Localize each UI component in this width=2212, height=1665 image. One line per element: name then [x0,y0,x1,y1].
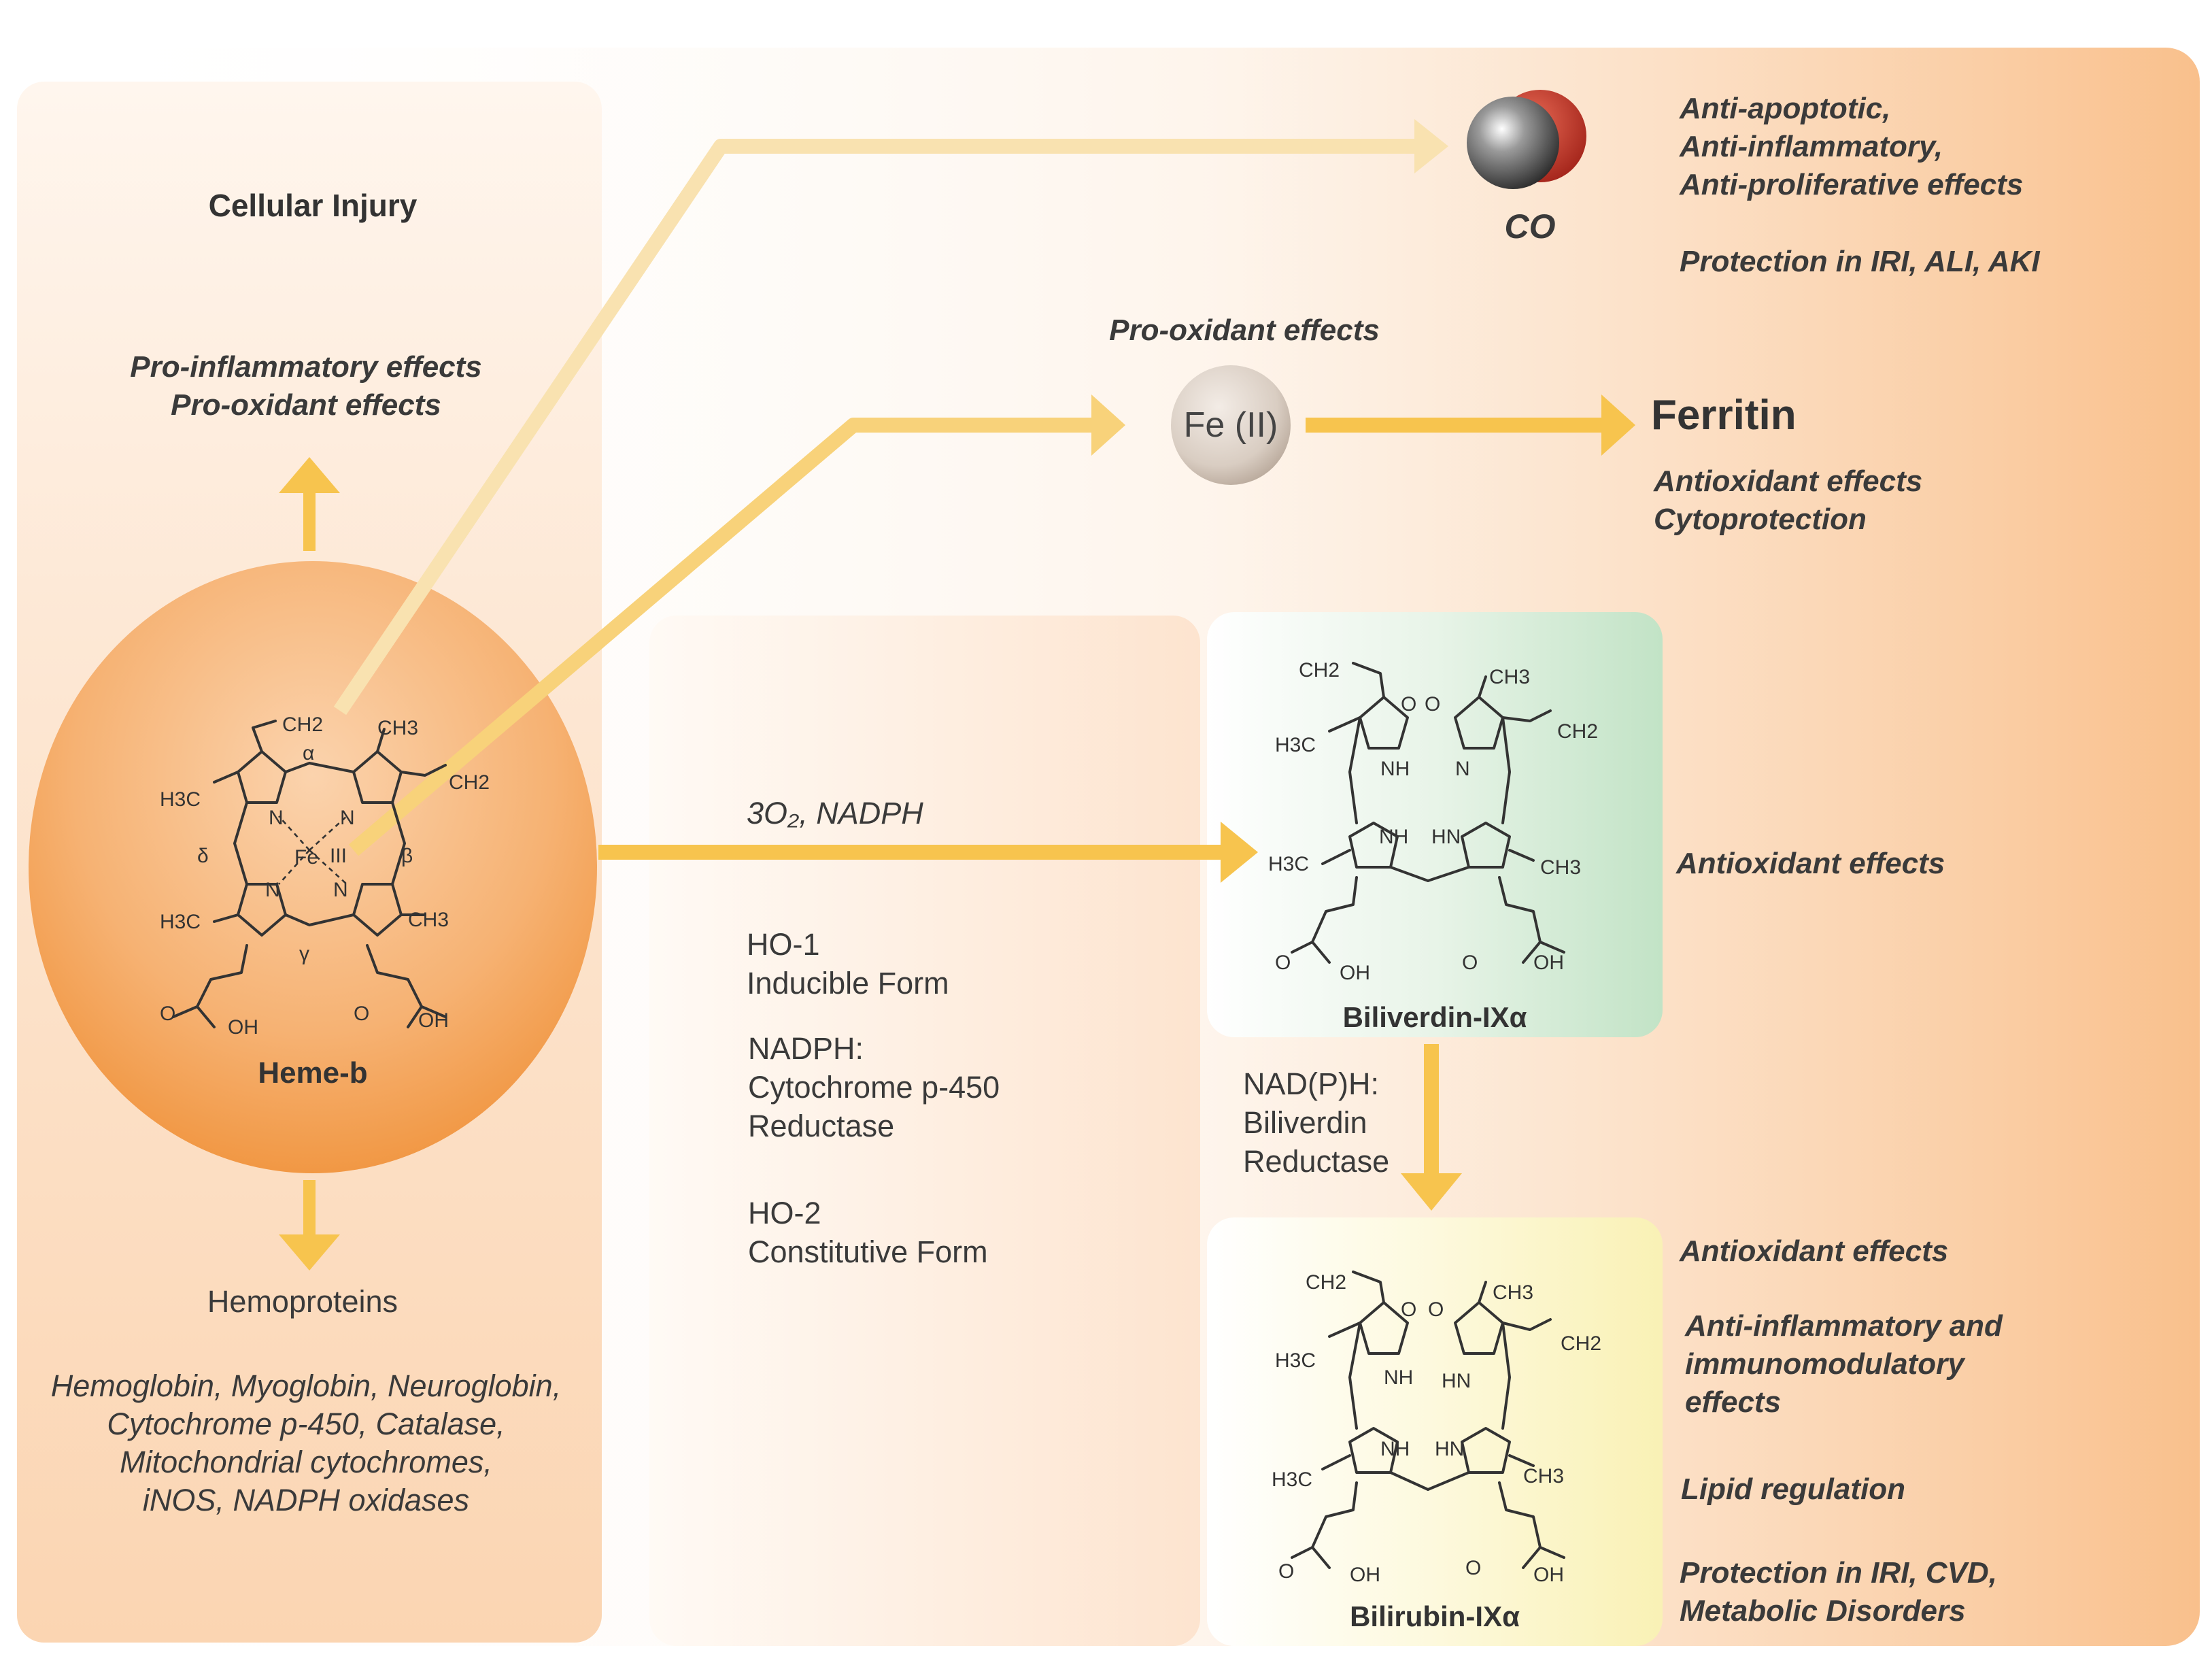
heme-beta: β [401,845,413,867]
heme-oh1: OH [228,1016,258,1039]
br-h3c-a: H3C [1275,1349,1316,1372]
pro-effects-label: Pro-inflammatory effects Pro-oxidant eff… [130,350,482,422]
ferritin-effects-label: Antioxidant effects Cytoprotection [1654,465,1923,536]
bv-o-d: O [1462,952,1478,974]
injury-arrow [279,457,340,551]
enzyme-panel [649,616,1200,1646]
heme-ellipse [29,561,597,1173]
biliverdin-effects-label: Antioxidant effects [1676,847,1945,880]
heme-alpha: α [303,742,314,764]
pro-oxidant-label: Pro-oxidant effects [1109,314,1380,347]
ho2-label: HO-2 Constitutive Form [748,1196,988,1269]
heme-atom-labels: CH2 CH3 CH2 H3C H3C CH3 α β γ δ Fe III N… [160,713,490,1039]
br-ch2-top: CH2 [1306,1271,1346,1294]
heme-o2: O [354,1003,369,1025]
biliverdin-panel [1207,612,1663,1037]
ferritin-arrow [1306,394,1635,456]
bilirubin-label: Bilirubin-IXα [1350,1600,1520,1632]
bv-oh-c: OH [1340,962,1370,984]
bv-hn-d: HN [1431,826,1461,848]
biliverdin-reductase-label: NAD(P)H: Biliverdin Reductase [1243,1066,1390,1179]
co-arrow [333,119,1448,716]
bv-nh-a: NH [1380,758,1410,780]
bv-ch2-right: CH2 [1557,720,1598,743]
bv-n-b: N [1455,758,1470,780]
hemoproteins-title: Hemoproteins [207,1284,398,1319]
heme-fe: Fe [294,846,318,869]
br-nh-c: NH [1380,1438,1410,1460]
biliverdin-structure-icon [1291,662,1565,964]
co-protection-label: Protection in IRI, ALI, AKI [1680,245,2040,278]
bv-o-b: O [1425,693,1440,716]
bilirubin-antioxidant-label: Antioxidant effects [1680,1234,1949,1268]
heme-n4: N [333,879,348,901]
br-o-a: O [1401,1298,1416,1321]
iron-arrow [348,394,1125,856]
bilirubin-protection-label: Protection in IRI, CVD, Metabolic Disord… [1680,1556,1997,1628]
heme-h3c-left-bottom: H3C [160,911,201,933]
bv-h3c-b: H3C [1268,853,1309,875]
reductase-arrow [1401,1044,1462,1211]
heme-n2: N [340,807,355,829]
hemoproteins-arrow [279,1180,340,1271]
reaction-cofactors-label: 3O₂, NADPH [747,796,923,830]
heme-structure-icon [172,720,447,1028]
biliverdin-atom-labels: CH2 CH3 CH2 H3C H3C CH3 O O NH N NH HN O… [1268,659,1598,984]
ho1-label: HO-1 Inducible Form [747,927,949,1000]
heme-ch3-top: CH3 [377,717,418,739]
heme-h3c-left-top: H3C [160,788,201,811]
bilirubin-lipid-label: Lipid regulation [1681,1473,1905,1506]
iron-sphere-icon [1171,365,1291,485]
ferritin-label: Ferritin [1651,392,1797,439]
co-label: CO [1504,207,1556,246]
heme-ch2-right: CH2 [449,771,490,794]
heme-n1: N [269,807,284,829]
br-nh-a: NH [1384,1366,1413,1389]
br-oh-c: OH [1350,1564,1380,1586]
co-effects-label: Anti-apoptotic, Anti-inflammatory, Anti-… [1680,92,2024,201]
bilirubin-structure-icon [1291,1271,1565,1569]
bv-ch3-b: CH3 [1540,856,1581,879]
heme-o1: O [160,1003,175,1025]
heme-oh2: OH [418,1009,449,1032]
heme-ch2-top: CH2 [282,713,323,736]
nadph-reductase-label: NADPH: Cytochrome p-450 Reductase [748,1031,1000,1143]
heme-fe-oxidation: III [330,845,347,867]
bv-o-c: O [1275,952,1291,974]
biliverdin-arrow [598,822,1258,883]
bv-h3c-a: H3C [1275,734,1316,756]
br-oh-d: OH [1533,1564,1564,1586]
hemoproteins-list: Hemoglobin, Myoglobin, Neuroglobin, Cyto… [50,1368,562,1517]
br-hn-d: HN [1435,1438,1464,1460]
br-ch2-right: CH2 [1561,1332,1601,1355]
br-ch3-b: CH3 [1523,1465,1564,1487]
br-ch3-top: CH3 [1493,1281,1533,1304]
heme-b-label: Heme-b [258,1056,368,1090]
heme-delta: δ [197,845,209,867]
bilirubin-anti-inflammatory-label: Anti-inflammatory and immunomodulatory e… [1685,1309,2003,1419]
br-o-b: O [1428,1298,1444,1321]
bv-ch3-top: CH3 [1489,666,1530,688]
fe-ii-label: Fe (II) [1183,405,1278,445]
cellular-injury-label: Cellular Injury [208,188,418,223]
heme-n3: N [265,879,280,901]
br-o-c: O [1278,1560,1294,1583]
co-molecule-icon [1467,90,1586,189]
bv-nh-c: NH [1379,826,1408,848]
br-hn-b: HN [1442,1370,1471,1392]
bilirubin-atom-labels: CH2 CH3 CH2 H3C H3C CH3 O O NH HN NH HN … [1272,1271,1601,1586]
biliverdin-label: Biliverdin-IXα [1342,1001,1527,1033]
bv-o-a: O [1401,693,1416,716]
bv-ch2-top: CH2 [1299,659,1340,682]
br-h3c-b: H3C [1272,1468,1312,1491]
bv-oh-d: OH [1533,952,1564,974]
heme-ch3-right: CH3 [408,909,449,931]
bilirubin-panel [1207,1217,1663,1646]
heme-gamma: γ [299,943,309,965]
br-o-d: O [1465,1557,1481,1579]
